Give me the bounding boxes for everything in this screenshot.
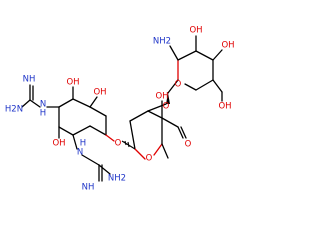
hydrogen-label: H <box>40 109 46 119</box>
bond <box>89 96 98 108</box>
bond <box>134 148 146 160</box>
imine-label: NH <box>82 183 95 193</box>
aldehyde-oxygen-label: O <box>185 140 192 150</box>
glycosidic-oxygen-label: O <box>115 139 122 149</box>
amine-label: H2N <box>5 105 23 115</box>
bond <box>177 50 197 61</box>
bond <box>129 120 136 150</box>
bond <box>161 117 179 128</box>
amine-nitrogen-label: N <box>77 148 83 158</box>
atom-label-layer: NH2 OH OH OH O O OH O O O NH H2N N H OH … <box>5 26 235 193</box>
bond <box>147 103 167 112</box>
hydroxyl-label: OH <box>66 78 79 88</box>
bond <box>161 143 169 159</box>
ring-oxygen-label: O <box>175 80 182 90</box>
bond <box>153 143 163 156</box>
bond <box>89 106 107 117</box>
bond <box>81 154 100 166</box>
hydroxyl-label: OH <box>155 92 168 102</box>
hydroxyl-label: OH <box>52 139 65 149</box>
hydrogen-label: H <box>80 139 86 149</box>
bond <box>147 110 163 119</box>
bond <box>169 45 179 61</box>
bond <box>195 50 214 61</box>
streptomycin-structure-diagram: NH2 OH OH OH O O OH O O O NH H2N N H OH … <box>5 26 235 193</box>
bond <box>180 126 187 139</box>
bond <box>105 134 115 142</box>
wedge-bond <box>166 93 170 104</box>
bond <box>98 164 111 175</box>
amine-label: NH2 <box>108 174 126 184</box>
bond <box>129 110 149 122</box>
glycosidic-oxygen-label: O <box>163 102 170 112</box>
hydroxyl-label: OH <box>189 26 202 36</box>
hydroxyl-label: OH <box>218 102 231 112</box>
hydroxyl-label: OH <box>221 41 234 51</box>
bond <box>58 126 74 136</box>
amine-nitrogen-label: N <box>40 100 46 110</box>
bond <box>72 98 91 108</box>
bond <box>184 83 197 91</box>
hash-bond <box>127 141 130 148</box>
bond <box>58 98 74 108</box>
bond <box>195 79 214 91</box>
amine-label: NH2 <box>153 37 171 47</box>
hydroxyl-label: OH <box>93 88 106 98</box>
bond <box>89 125 107 136</box>
bond-layer <box>21 35 223 182</box>
ring-oxygen-label: O <box>146 154 153 164</box>
bond <box>177 126 184 139</box>
bond <box>72 134 78 150</box>
bond <box>29 99 41 108</box>
imine-label: NH <box>23 75 36 85</box>
bond <box>212 79 223 93</box>
bond <box>167 79 179 94</box>
bond <box>21 99 31 108</box>
bond <box>72 125 91 136</box>
hash-bond <box>124 140 127 146</box>
bond <box>212 49 223 61</box>
